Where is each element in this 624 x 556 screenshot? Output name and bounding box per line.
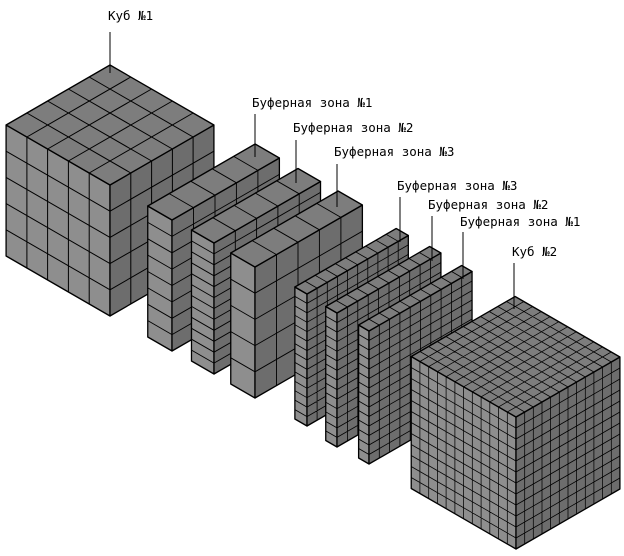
label-buffer-zone-1-left: Буферная зона №1: [252, 95, 372, 110]
label-buffer-zone-3-left: Буферная зона №3: [334, 144, 454, 159]
label-buffer-zone-2-right: Буферная зона №2: [428, 197, 548, 212]
buffer-zone-3-left-top-face: [230, 190, 364, 268]
label-buffer-zone-1-right: Буферная зона №1: [460, 214, 580, 229]
label-buffer-zone-3-right: Буферная зона №3: [397, 178, 517, 193]
blocks-layer: [5, 64, 621, 550]
label-cube-2: Куб №2: [512, 244, 557, 259]
label-buffer-zone-2-left: Буферная зона №2: [293, 120, 413, 135]
label-cube-1: Куб №1: [108, 8, 153, 23]
cube-2-grid: [411, 301, 621, 544]
buffer-zone-3-left-left-face: [230, 252, 256, 399]
